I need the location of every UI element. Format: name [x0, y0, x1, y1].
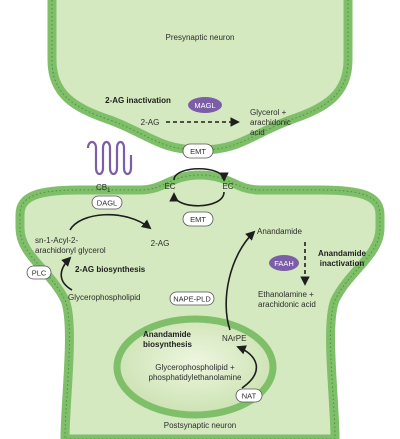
- nape-pld-label: NAPE-PLD: [173, 295, 211, 304]
- plc-pill: PLC: [26, 265, 52, 280]
- faah-label: FAAH: [274, 259, 294, 268]
- ag-inactivation-label: 2-AG inactivation: [105, 96, 171, 105]
- anandamide-label: Anandamide: [257, 227, 302, 236]
- dagl-reaction-arrow: [69, 213, 152, 231]
- glycerol-line3: acid: [250, 128, 265, 137]
- dagl-pill: DAGL: [91, 195, 123, 210]
- plc-label: PLC: [32, 269, 47, 278]
- anand-bio-line1: Anandamide: [143, 330, 192, 339]
- anand-bio-line2: biosynthesis: [143, 340, 192, 349]
- glycerol-line1: Glycerol +: [250, 108, 287, 117]
- magl-enzyme: MAGL: [188, 97, 222, 113]
- acyl-line2: arachidonyl glycerol: [35, 246, 106, 255]
- gpl-line2: phosphatidylethanolamine: [149, 373, 243, 382]
- acyl-line1: sn-1-Acyl-2-: [35, 236, 78, 245]
- biosynthesis-compartment: [113, 315, 277, 419]
- faah-enzyme: FAAH: [269, 255, 299, 271]
- ec-right-label: EC: [222, 182, 233, 191]
- presynaptic-label: Presynaptic neuron: [166, 33, 235, 42]
- nat-label: NAT: [242, 392, 257, 401]
- anand-inact-line2: inactivation: [320, 259, 365, 268]
- ag-biosynthesis-label: 2-AG biosynthesis: [75, 265, 146, 274]
- postsynaptic-neuron: [15, 170, 385, 439]
- plc-reaction-arrow: [60, 256, 73, 291]
- emt-bottom-pill: EMT: [182, 211, 214, 227]
- ec-transport-cycle: [169, 168, 229, 207]
- postsynaptic-label: Postsynaptic neuron: [164, 421, 237, 430]
- 2ag-presynaptic: 2-AG: [141, 118, 160, 127]
- ethanolamine-line2: arachidonic acid: [258, 300, 316, 309]
- gpl-line1: Glycerophospholipid +: [155, 363, 235, 372]
- ethanolamine-line1: Ethanolamine +: [258, 290, 314, 299]
- nape-pld-reaction-arrow: [225, 230, 256, 331]
- anand-inact-line1: Anandamide: [318, 249, 367, 258]
- presynaptic-neuron: [47, 0, 353, 155]
- ec-left-label: EC: [164, 182, 175, 191]
- 2ag-postsynaptic: 2-AG: [151, 239, 170, 248]
- nape-pld-pill: NAPE-PLD: [169, 291, 215, 306]
- emt-bottom-label: EMT: [190, 215, 206, 224]
- magl-label: MAGL: [194, 101, 215, 110]
- cb1-receptor-icon: [86, 140, 133, 176]
- emt-top-label: EMT: [190, 147, 206, 156]
- emt-top-pill: EMT: [182, 143, 214, 159]
- cb1-label: CB1: [96, 183, 111, 194]
- narpe-label: NArPE: [222, 334, 246, 343]
- glycerol-line2: arachidonic: [250, 118, 291, 127]
- nat-reaction-arrow: [236, 345, 258, 389]
- dagl-label: DAGL: [97, 199, 117, 208]
- nat-pill: NAT: [235, 388, 263, 403]
- glycerophospholipid-label: Glycerophospholipid: [68, 293, 141, 302]
